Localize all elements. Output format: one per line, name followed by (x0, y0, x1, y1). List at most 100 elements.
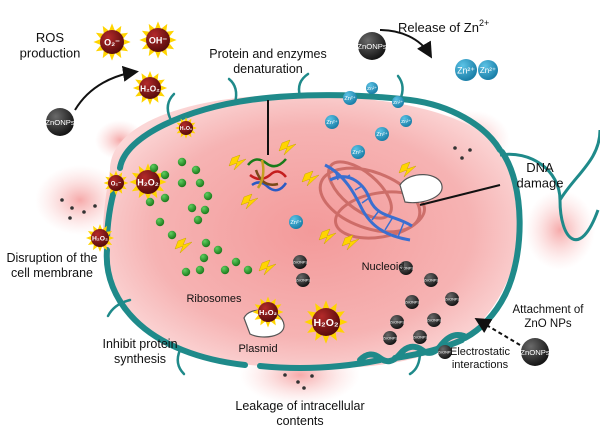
inh-line: Inhibit protein (102, 337, 177, 351)
ribosome (203, 191, 213, 201)
zinc-ion-label: Zn²⁺ (457, 65, 475, 75)
zinc-ion-label: Zn²⁺ (290, 219, 301, 226)
ele-line: Electrostatic (450, 346, 510, 358)
zno-nanoparticle-label: ZnONPs (424, 279, 439, 283)
ribosome (149, 163, 159, 173)
zno-nanoparticle-label: ZnONPs (520, 348, 550, 357)
den-line: denaturation (233, 62, 303, 76)
den-line: Protein and enzymes (209, 47, 326, 61)
zno-nanoparticle-label: ZnONPs (399, 267, 414, 271)
lightning-bolt-icon (278, 139, 297, 156)
ribosome (145, 197, 155, 207)
plasmid-label: Plasmid (238, 343, 277, 355)
zno-nanoparticle (296, 273, 310, 287)
wavy-membrane-segment (357, 332, 467, 365)
zno-nanoparticle (427, 313, 441, 327)
ros-molecule-label: H₂O₂ (137, 178, 159, 188)
ribosome (191, 165, 201, 175)
ribosome (200, 205, 210, 215)
denatured-protein-icon (247, 158, 288, 192)
ros-molecule-label: OH⁻ (149, 36, 168, 46)
ele-line: interactions (452, 359, 509, 371)
zinc-ion (400, 115, 412, 127)
zinc-ion (351, 145, 365, 159)
ros-molecule (312, 308, 340, 336)
ros-line: ROS (36, 30, 65, 45)
ribosome (167, 230, 177, 240)
ros-molecule (136, 170, 160, 194)
attachment-label: Attachment of ZnO NPs (513, 304, 585, 330)
zinc-release-label: Release of Zn2+ (398, 18, 489, 35)
zno-nanoparticle-label: ZnONPs (296, 279, 311, 283)
ribosome (199, 253, 209, 263)
lightning-bolt-icon (228, 154, 247, 171)
zno-nanoparticle-label: ZnONPs (45, 118, 75, 127)
dis-line: cell membrane (11, 266, 93, 280)
lightning-bolt-icon (341, 234, 360, 251)
dna-helix (324, 163, 413, 242)
zinc-ion-label: Zn²⁺ (376, 131, 387, 138)
zinc-ion (289, 215, 303, 229)
zno-nanoparticle-label: ZnONPs (438, 351, 453, 355)
lightning-bolt-icon (301, 170, 320, 187)
zno-nanoparticle (445, 292, 459, 306)
ribosome (187, 203, 197, 213)
ribosome (193, 215, 203, 225)
ros-molecule (100, 30, 124, 54)
zno-nanoparticle (46, 108, 74, 136)
nucleoid-label: Nucleoid (362, 261, 405, 273)
ribosome (160, 193, 170, 203)
ribosome (177, 157, 187, 167)
zno-nanoparticle-label: ZnONPs (413, 336, 428, 340)
zinc-ions: Zn²⁺Zn²⁺Zn²⁺Zn²⁺Zn²⁺Zn²⁺Zn²⁺Zn²⁺Zn²⁺Zn²⁺ (289, 59, 498, 229)
zno-nanoparticle (383, 331, 397, 345)
zno-nanoparticle (521, 338, 549, 366)
lightning-bolt-icon (240, 193, 259, 210)
ribosomes-label: Ribosomes (186, 293, 242, 305)
flagellum (499, 129, 600, 242)
zno-nanoparticle-label: ZnONPs (427, 319, 442, 323)
ros-line: production (20, 46, 81, 61)
zinc-ion (325, 115, 339, 129)
att-line: ZnO NPs (524, 318, 572, 330)
zinc-ion (392, 96, 404, 108)
ros-molecule (258, 302, 278, 322)
zinc-ion-label: Zn²⁺ (352, 149, 363, 156)
ribosome (195, 265, 205, 275)
ribosome (155, 217, 165, 227)
zinc-ion-label: Zn²⁺ (367, 86, 377, 92)
zinc-ion (375, 127, 389, 141)
ros-molecule (91, 229, 109, 247)
ribosome (220, 265, 230, 275)
ros-molecule-label: H₂O₂ (313, 317, 338, 329)
zinc-ion (455, 59, 477, 81)
zno-nanoparticle-label: ZnONPs (390, 321, 405, 325)
zno-nanoparticle (358, 32, 386, 60)
zno-nanoparticle (438, 345, 452, 359)
dna-line: DNA (526, 160, 554, 175)
zno-nanoparticle (413, 330, 427, 344)
zno-nanoparticle-label: ZnONPs (405, 301, 420, 305)
ros-molecule-label: H₂O₂ (140, 84, 160, 93)
leakage-dots (60, 146, 472, 390)
leak-line: contents (276, 414, 323, 428)
att-line: Attachment of (513, 304, 585, 316)
zno-nanoparticles: ZnONPsZnONPsZnONPsZnONPsZnONPsZnONPsZnON… (45, 32, 550, 366)
ros-molecule-label: O₂⁻ (111, 181, 122, 187)
arrows (74, 29, 521, 346)
zinc-ion-label: Zn²⁺ (393, 100, 403, 106)
zno-nanoparticle (399, 261, 413, 275)
leak-line: Leakage of intracellular (235, 399, 364, 413)
ribosome (195, 178, 205, 188)
ros-molecule-label: H₂O₂ (180, 126, 193, 132)
